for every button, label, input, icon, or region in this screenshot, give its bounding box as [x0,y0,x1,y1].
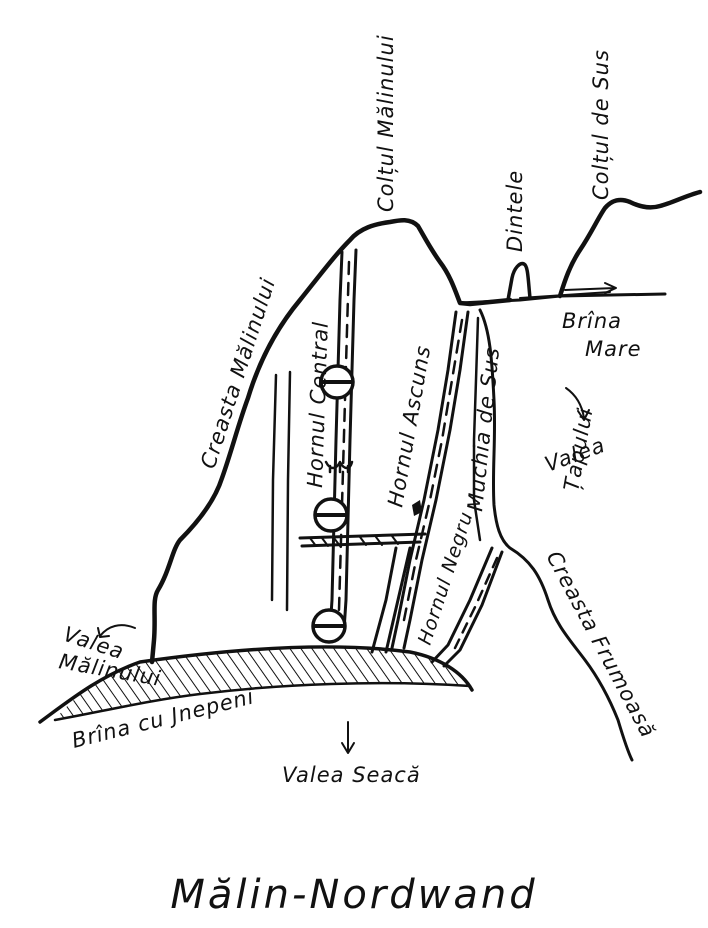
muchia-de-sus-line [472,316,482,542]
page-title: Mălin-Nordwand [170,872,538,918]
hornul-central-dash [337,260,351,612]
brina-mare-ledge [458,292,667,305]
valea-tapului-arrow [565,387,590,421]
belay-station-1 [319,364,355,400]
label-coltul-malinului: Colțul Mălinului [374,34,398,212]
dintele-tooth [506,261,532,302]
hornul-ascuns-crux [412,500,422,516]
label-brina-mare-1: Brîna [562,309,622,333]
label-muchia-de-sus: Muchia de Sus [463,346,504,513]
hornul-negru-right [442,550,504,668]
traverse-ledge-ticks [309,535,399,547]
chockstone-mark [324,460,354,474]
label-creasta-malinului: Creasta Mălinului [196,275,280,472]
label-hornul-central: Hornul Central [303,321,333,489]
hornul-ascuns-dash [402,318,464,622]
valea-malinului-arrow [97,624,136,638]
hornul-ascuns-right [402,310,470,650]
belay-station-2 [313,497,349,533]
valea-seaca-arrow [341,721,355,754]
traverse-ledge [298,532,427,548]
coltul-de-sus-ridge [557,189,703,299]
brina-cu-jnepeni-lower [53,681,472,722]
hornul-central-right [342,248,358,632]
label-creasta-frumoasa: Creasta Frumoasă [542,547,661,742]
brina-mare-arrow [564,282,617,294]
brina-mare-ledge-2 [519,291,611,299]
hornul-negru-left [430,546,494,664]
label-coltul-de-sus: Colțul de Sus [589,49,613,200]
lower-gully-left [370,546,398,654]
hornul-negru-dash [453,556,499,650]
belay-station-3 [311,608,347,644]
rock-outline [149,218,513,665]
hornul-ascuns-left [390,310,458,650]
label-valea-seaca: Valea Seacă [282,763,421,787]
label-dintele: Dintele [503,170,527,252]
creasta-frumoasa-ridge [478,308,634,762]
brina-cu-jnepeni-outline [38,645,474,724]
lower-gully-right [384,546,412,654]
face-line-1 [270,373,278,602]
label-brina-mare-2: Mare [585,337,642,361]
hornul-central-left [328,250,344,632]
face-line-2 [285,370,292,612]
